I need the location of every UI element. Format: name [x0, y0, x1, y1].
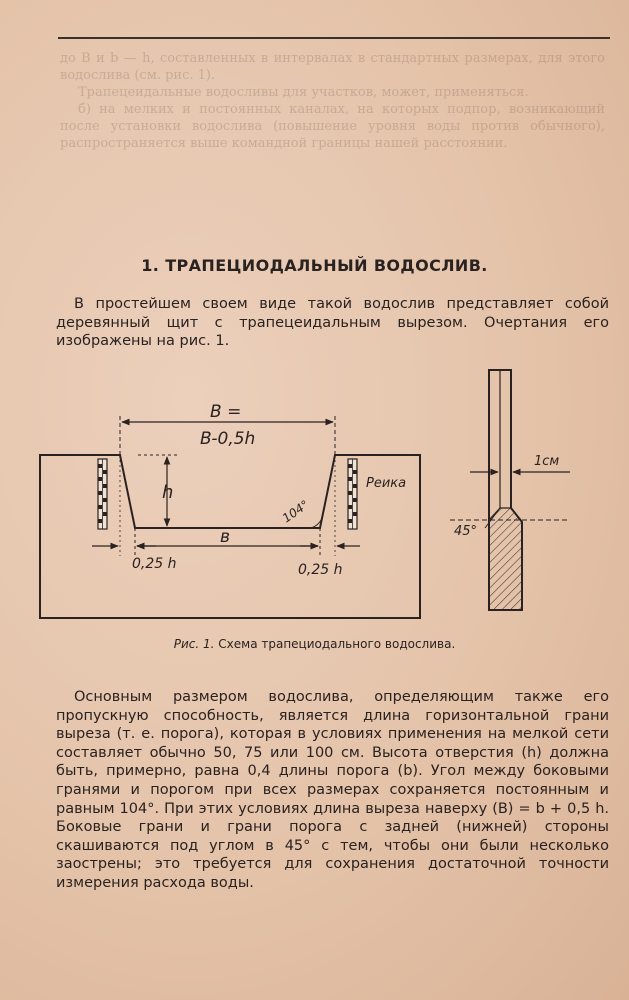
- section-heading: 1. ТРАПЕЦИОДАЛЬНЫЙ ВОДОСЛИВ.: [141, 256, 488, 275]
- caption-text: Схема трапециодального водослива.: [218, 637, 456, 651]
- bleed-through-line-1: до В и b — h, составленных в интервалах …: [60, 51, 605, 83]
- label-left-offset: 0,25 h: [132, 556, 177, 572]
- figure-caption: Рис. 1. Схема трапециодального водослива…: [0, 637, 629, 651]
- top-rule: [58, 37, 610, 39]
- label-angle: 104°: [280, 497, 312, 525]
- angle-arc: [303, 512, 324, 529]
- bleed-through-text: до В и b — h, составленных в интервалах …: [60, 50, 605, 152]
- label-h: h: [162, 482, 173, 503]
- label-B-bottom: B-0,5h: [200, 429, 255, 449]
- label-right-offset: 0,25 h: [298, 562, 343, 578]
- label-B-top: B =: [210, 402, 241, 422]
- bleed-through-line-3: б) на мелких и постоянных каналах, на ко…: [60, 102, 605, 151]
- section-hatch: [488, 507, 523, 611]
- right-gauge-strip: [347, 458, 358, 530]
- label-one-cm: 1см: [534, 454, 559, 469]
- caption-label: Рис. 1.: [173, 637, 215, 651]
- side-section-view: [488, 369, 523, 611]
- intro-paragraph: В простейшем своем виде такой водослив п…: [56, 296, 609, 350]
- left-gauge-strip: [97, 458, 108, 530]
- label-45: 45°: [454, 524, 477, 539]
- label-reika: Реика: [366, 476, 406, 491]
- weir-diagram: B = B-0,5h h 104° в 0,25 h 0,25 h Реика: [39, 369, 570, 619]
- dim-45-ray: [484, 507, 501, 529]
- weir-figure: B = B-0,5h h 104° в 0,25 h 0,25 h Реика: [30, 360, 590, 635]
- body-paragraph: Основным размером водослива, определяющи…: [56, 689, 609, 891]
- bleed-through-line-2: Трапецеидальные водосливы для участков, …: [78, 85, 529, 100]
- label-b: в: [220, 527, 230, 547]
